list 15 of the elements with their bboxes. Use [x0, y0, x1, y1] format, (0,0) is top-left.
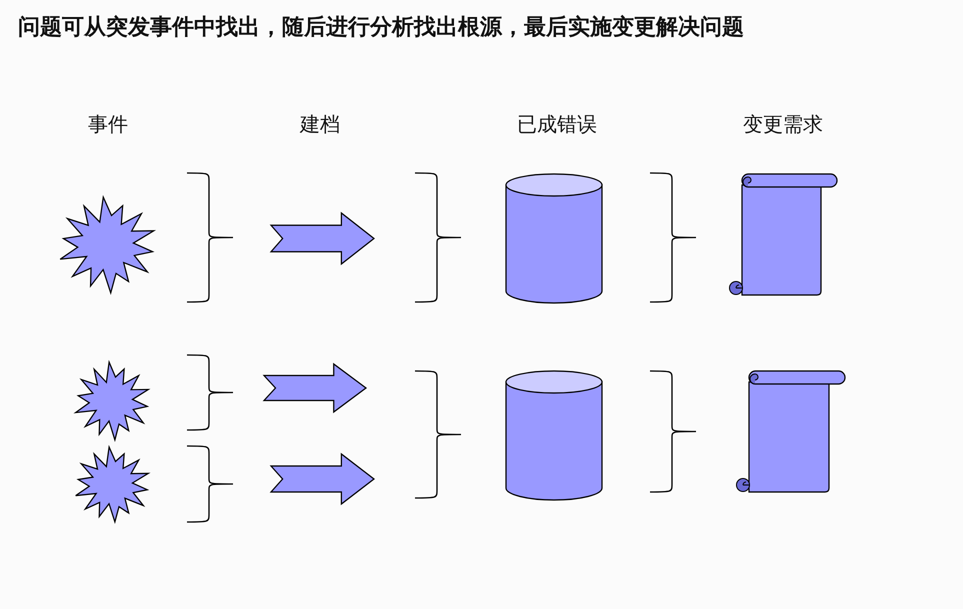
starburst-shape — [74, 362, 150, 440]
column-header: 事件 — [88, 111, 128, 138]
block-arrow — [270, 212, 375, 265]
scroll-shape — [728, 173, 838, 296]
starburst-shape — [58, 197, 156, 293]
block-arrow — [270, 453, 375, 505]
column-header: 变更需求 — [743, 111, 823, 138]
scroll-shape — [735, 370, 846, 493]
block-arrow — [263, 363, 367, 413]
starburst-shape — [74, 447, 150, 522]
cylinder-shape — [505, 370, 603, 500]
column-header: 已成错误 — [517, 111, 597, 138]
cylinder-shape — [505, 173, 603, 303]
column-header: 建档 — [300, 111, 340, 138]
title: 问题可从突发事件中找出，随后进行分析找出根源，最后实施变更解决问题 — [18, 13, 744, 42]
